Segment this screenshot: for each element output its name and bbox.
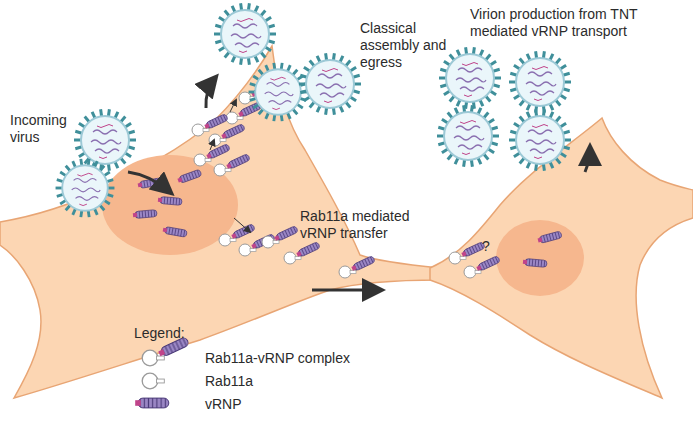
flow-arrow	[585, 148, 590, 172]
annotation-label: Virion production from TNT mediated vRNP…	[470, 6, 675, 40]
legend-title: Legend:	[134, 325, 214, 342]
nucleus	[496, 220, 584, 296]
flow-arrow	[312, 289, 380, 292]
annotation-label: Incoming virus	[10, 112, 90, 146]
legend-text: vRNP	[205, 396, 242, 413]
annotation-label: Classical assembly and egress	[360, 20, 470, 71]
legend-text: Rab11a	[205, 373, 253, 390]
flow-arrow	[206, 78, 215, 108]
legend-text: Rab11a-vRNP complex	[205, 350, 350, 367]
vrnp-group	[133, 169, 562, 267]
host-cell	[0, 46, 440, 398]
flow-arrow	[128, 172, 170, 192]
rab11a-vrnp-complex-group	[192, 82, 500, 278]
legend-sample	[135, 337, 189, 408]
question-mark: ?	[482, 238, 502, 255]
annotation-label: Rab11a mediated vRNP transfer	[300, 208, 435, 242]
